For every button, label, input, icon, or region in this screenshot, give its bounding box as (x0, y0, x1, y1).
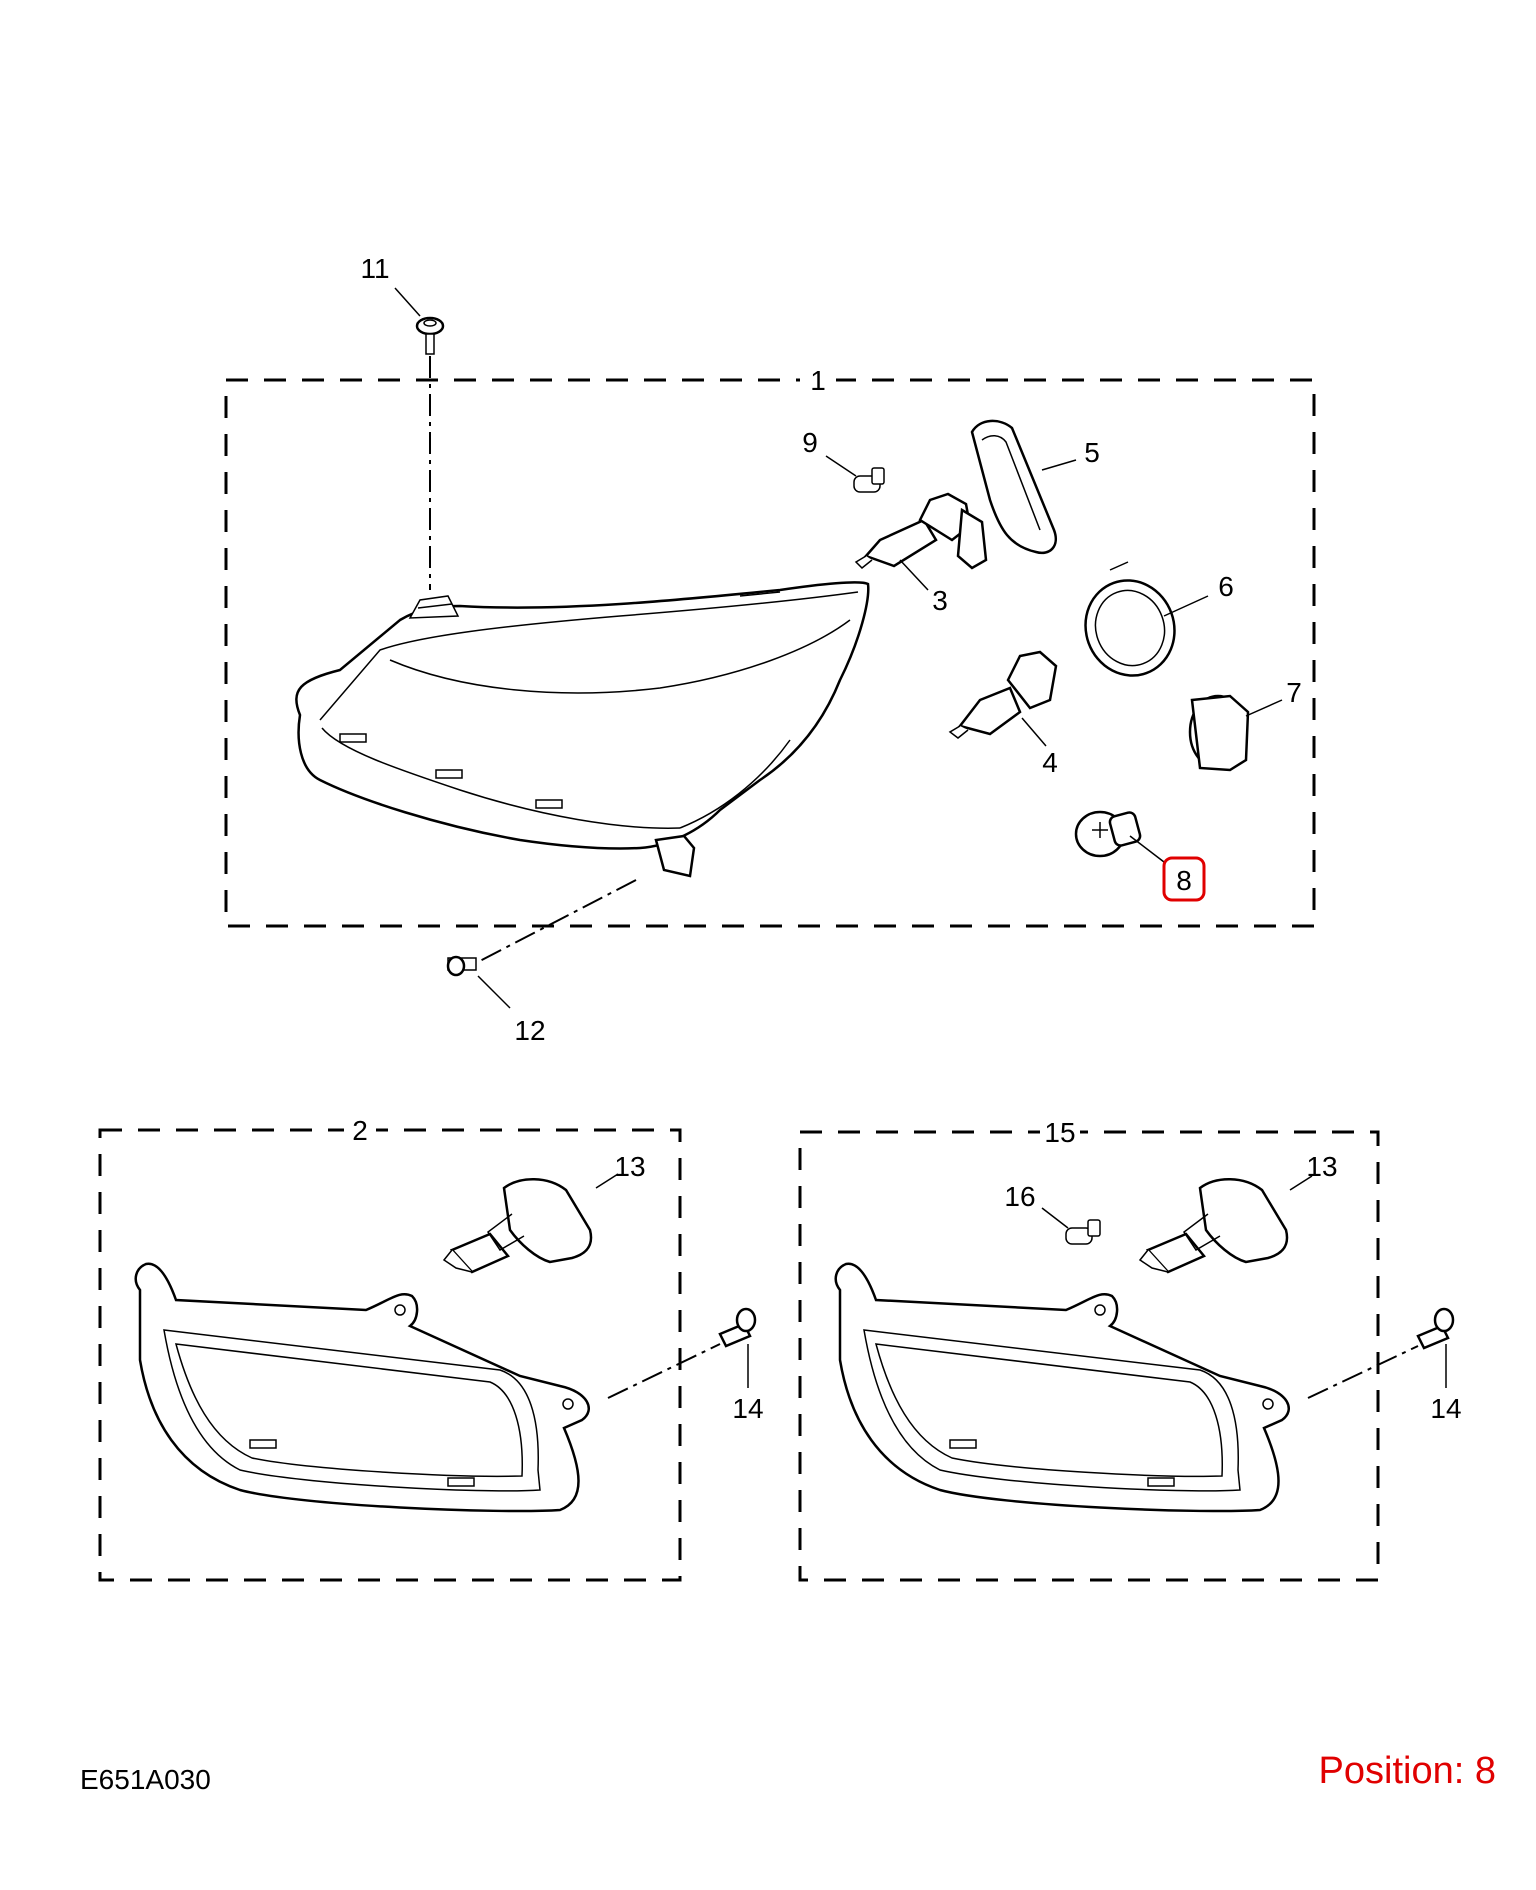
assembly-2-boundary (98, 1128, 682, 1582)
screw-12 (446, 955, 477, 977)
position-indicator: Position: 8 (1319, 1750, 1496, 1793)
callout-14-left: 14 (732, 1393, 763, 1424)
bulb-3 (854, 492, 988, 570)
callout-7: 7 (1286, 677, 1302, 708)
position-value: 8 (1474, 1750, 1496, 1792)
bulb-16 (1065, 1219, 1101, 1245)
highlight-box (1162, 856, 1206, 902)
bulb-cover-5 (970, 419, 1057, 555)
bolt-11 (415, 316, 445, 355)
callout-16: 16 (1004, 1181, 1035, 1212)
bulb-13-right (1138, 1178, 1289, 1274)
callout-12: 12 (514, 1015, 545, 1046)
bulb-13-left (442, 1178, 593, 1274)
assembly-1-boundary (224, 378, 1316, 928)
screw-14-right (1416, 1307, 1455, 1350)
callout-15: 15 (1044, 1117, 1075, 1148)
callout-14-right: 14 (1430, 1393, 1461, 1424)
bulb-9 (853, 467, 885, 493)
screw-14-left (718, 1307, 757, 1348)
holder-7 (1188, 694, 1250, 772)
callout-6: 6 (1218, 571, 1234, 602)
callout-5: 5 (1084, 437, 1100, 468)
callout-13-left: 13 (614, 1151, 645, 1182)
callout-3: 3 (932, 585, 948, 616)
diagram-reference-code: E651A030 (80, 1764, 211, 1795)
callout-8: 8 (1176, 865, 1192, 896)
callout-11: 11 (360, 253, 389, 284)
ring-6 (1084, 561, 1176, 677)
fog-lamp-15 (834, 1262, 1290, 1513)
callout-9: 9 (802, 427, 818, 458)
callout-1: 1 (810, 365, 826, 396)
position-label: Position: (1318, 1750, 1465, 1792)
bulb-4 (948, 650, 1058, 739)
headlamp-housing (295, 581, 870, 878)
callout-2: 2 (352, 1115, 368, 1146)
callout-4: 4 (1042, 747, 1058, 778)
assembly-15-boundary (798, 1130, 1380, 1582)
fog-lamp-2 (134, 1262, 590, 1513)
callout-13-right: 13 (1306, 1151, 1337, 1182)
bulb-8 (1074, 810, 1142, 858)
